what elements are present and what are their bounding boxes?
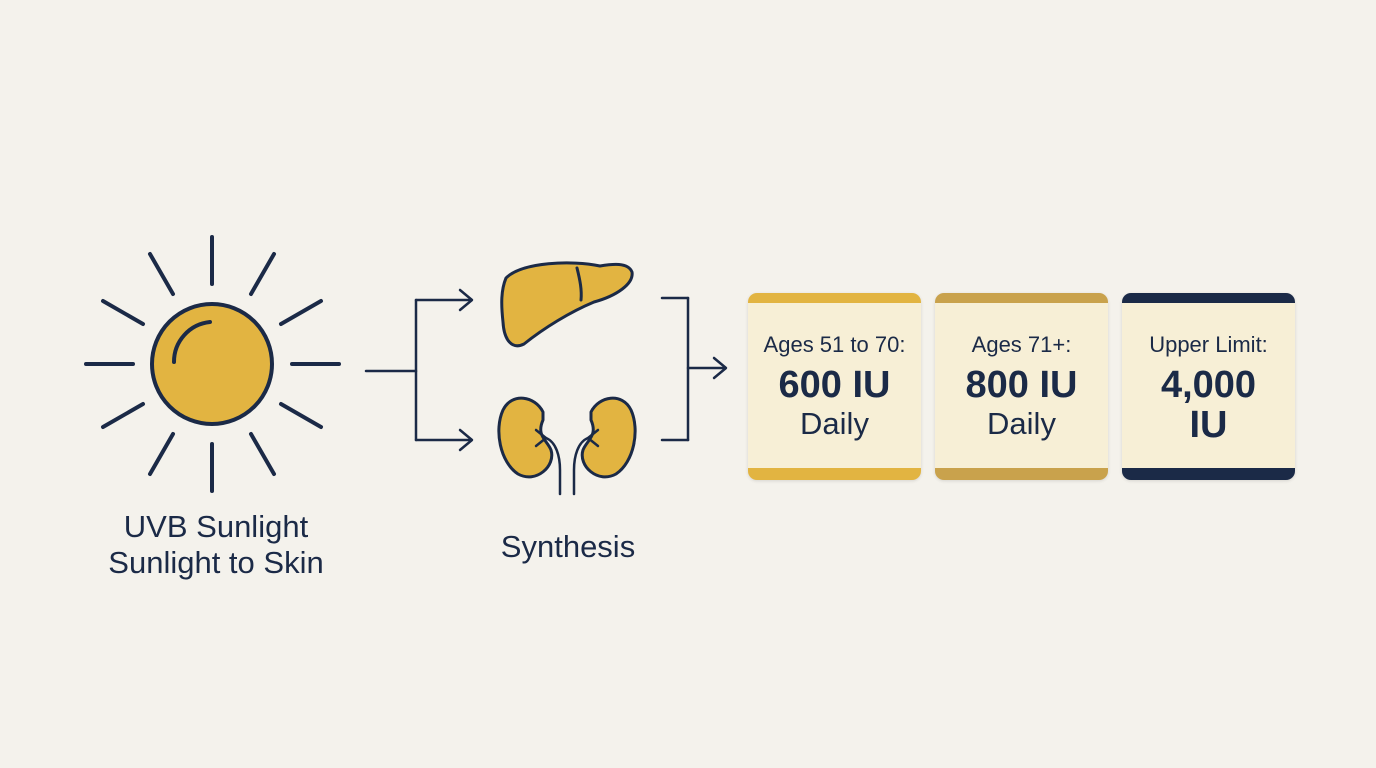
card-unit: Daily (987, 406, 1056, 441)
card-value: 4,000 (1160, 364, 1257, 406)
dosage-card-ages-71-plus: Ages 71+: 800 IU Daily (935, 293, 1108, 480)
synthesis-caption: Synthesis (500, 529, 636, 564)
card-value: 800 IU (965, 364, 1078, 406)
card-label: Ages 51 to 70: (763, 332, 906, 357)
merge-arrows (660, 296, 728, 442)
card-value-unit: IU (1189, 404, 1228, 446)
kidneys-icon (497, 396, 637, 496)
card-unit: Daily (800, 406, 869, 441)
card-value: 600 IU (778, 364, 891, 406)
liver-icon (500, 261, 634, 348)
sun-caption-line2: Sunlight to Skin (108, 545, 324, 580)
sun-caption: UVB Sunlight Sunlight to Skin (56, 509, 376, 581)
card-label: Upper Limit: (1149, 332, 1268, 357)
card-label: Ages 71+: (971, 332, 1072, 357)
branch-arrows (364, 288, 474, 452)
dosage-card-upper-limit: Upper Limit: 4,000 IU (1122, 293, 1295, 480)
dosage-card-ages-51-70: Ages 51 to 70: 600 IU Daily (748, 293, 921, 480)
sun-icon (84, 235, 341, 493)
sun-caption-line1: UVB Sunlight (123, 509, 309, 544)
